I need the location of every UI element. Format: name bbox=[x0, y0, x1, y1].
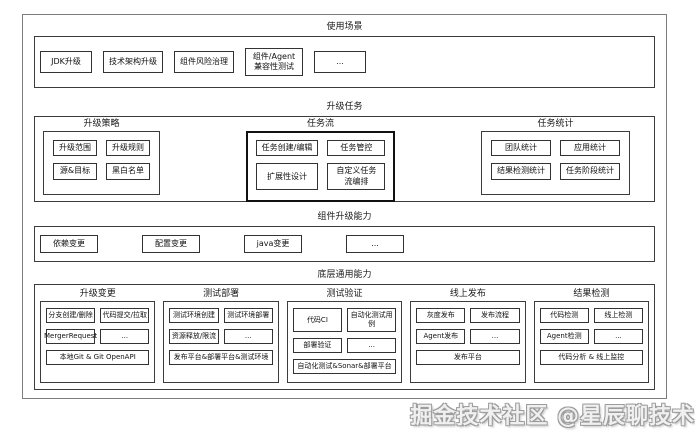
capability-cell: 代码检测 bbox=[539, 308, 589, 324]
component-item-dependency-change: 依赖变更 bbox=[40, 235, 98, 253]
capability-footer: 本地Git & Git OpenAPI bbox=[46, 350, 150, 366]
watermark-text: 掘金技术社区 @星辰聊技术 bbox=[410, 404, 695, 429]
stats-item-result-check: 结果检测统计 bbox=[490, 163, 551, 180]
task-flow-group-title: 任务流 bbox=[306, 119, 334, 129]
stats-item-app: 应用统计 bbox=[559, 140, 620, 157]
capability-cell: 资源释放/限流 bbox=[169, 329, 219, 345]
column-box: 代码检测 线上检测 Agent检测 ... 代码分析 & 线上监控 bbox=[533, 301, 650, 383]
capability-column-test-verify: 测试验证 代码CI 自动化测试用例 部署验证 ... 自动化测试&Sonar&部… bbox=[286, 288, 403, 383]
flow-item-custom-orchestration: 自定义任务流编排 bbox=[327, 163, 386, 191]
usage-item-more: ... bbox=[314, 51, 366, 73]
strategy-group-box: 升级范围 升级规则 源&目标 黑白名单 bbox=[43, 131, 160, 195]
usage-item-component-risk: 组件风险治理 bbox=[174, 51, 234, 73]
usage-item-tech-arch-upgrade: 技术架构升级 bbox=[103, 51, 163, 73]
capability-cell: 测试环境创建 bbox=[169, 308, 219, 324]
capability-cell: 自动化测试用例 bbox=[347, 308, 397, 333]
column-title: 升级变更 bbox=[79, 289, 116, 299]
strategy-item-rules: 升级规则 bbox=[106, 140, 150, 157]
component-item-java-change: java变更 bbox=[244, 235, 302, 253]
strategy-group-title: 升级策略 bbox=[83, 119, 120, 129]
capability-cell: Agent发布 bbox=[416, 329, 466, 345]
column-row: 灰度发布 发布流程 bbox=[416, 308, 520, 324]
upgrade-task-section-box: 升级策略 升级范围 升级规则 源&目标 黑白名单 任务流 任务创建/编辑 任务管… bbox=[34, 116, 655, 203]
column-row: MergerRequest ... bbox=[44, 329, 150, 345]
strategy-item-blackwhite-list: 黑白名单 bbox=[106, 163, 150, 180]
capability-footer: 自动化测试&Sonar&部署平台 bbox=[292, 359, 397, 375]
section-title-upgrade-task: 升级任务 bbox=[326, 102, 363, 112]
capability-cell: 线上检测 bbox=[593, 308, 644, 324]
section-title-base-capability: 底层通用能力 bbox=[317, 270, 372, 280]
column-row: 代码检测 线上检测 bbox=[539, 308, 644, 324]
capability-column-result-check: 结果检测 代码检测 线上检测 Agent检测 ... 代码分析 & 线上监控 bbox=[533, 288, 650, 383]
usage-item-agent-compat-test: 组件/Agent兼容性测试 bbox=[245, 47, 303, 77]
capability-cell: 灰度发布 bbox=[416, 308, 466, 324]
capability-cell: Agent检测 bbox=[539, 329, 589, 345]
capability-cell: ... bbox=[223, 329, 273, 345]
capability-column-upgrade-change: 升级变更 分支创建/删除 代码提交/拉取 MergerRequest ... 本… bbox=[40, 288, 156, 383]
flow-item-create-edit: 任务创建/编辑 bbox=[255, 140, 319, 157]
column-row: 测试环境创建 测试环境部署 bbox=[169, 308, 273, 324]
capability-cell: ... bbox=[347, 338, 397, 354]
task-flow-group-box: 任务创建/编辑 任务管控 扩展性设计 自定义任务流编排 bbox=[245, 131, 396, 203]
column-title: 测试验证 bbox=[326, 289, 363, 299]
capability-cell: MergerRequest bbox=[44, 329, 97, 345]
base-capability-section-box: 升级变更 分支创建/删除 代码提交/拉取 MergerRequest ... 本… bbox=[34, 284, 655, 390]
capability-cell: 代码CI bbox=[292, 308, 343, 333]
flow-item-manage: 任务管控 bbox=[327, 140, 386, 157]
section-title-usage: 使用场景 bbox=[326, 22, 363, 32]
column-row: 代码CI 自动化测试用例 bbox=[292, 308, 397, 333]
capability-cell: ... bbox=[100, 329, 150, 345]
capability-cell: 发布流程 bbox=[470, 308, 520, 324]
component-capability-section-box: 依赖变更 配置变更 java变更 ... bbox=[34, 226, 655, 262]
task-flow-group: 任务流 任务创建/编辑 任务管控 扩展性设计 自定义任务流编排 bbox=[245, 119, 396, 203]
flow-item-extensible-design: 扩展性设计 bbox=[255, 163, 319, 191]
component-item-config-change: 配置变更 bbox=[142, 235, 200, 253]
column-box: 测试环境创建 测试环境部署 资源释放/限流 ... 发布平台&部署平台&测试环境 bbox=[163, 301, 279, 383]
capability-cell: ... bbox=[470, 329, 520, 345]
column-title: 线上发布 bbox=[449, 289, 486, 299]
outer-frame: 使用场景 JDK升级 技术架构升级 组件风险治理 组件/Agent兼容性测试 .… bbox=[22, 14, 667, 399]
capability-column-test-deploy: 测试部署 测试环境创建 测试环境部署 资源释放/限流 ... 发布平台&部署平台… bbox=[163, 288, 279, 383]
capability-footer: 发布平台&部署平台&测试环境 bbox=[169, 350, 273, 366]
usage-item-jdk-upgrade: JDK升级 bbox=[40, 51, 92, 73]
capability-cell: 部署验证 bbox=[292, 338, 343, 354]
task-stats-group-box: 团队统计 应用统计 结果检测统计 任务阶段统计 bbox=[480, 131, 630, 195]
capability-cell: ... bbox=[593, 329, 644, 345]
column-row: Agent检测 ... bbox=[539, 329, 644, 345]
stats-item-team: 团队统计 bbox=[490, 140, 551, 157]
column-title: 结果检测 bbox=[573, 289, 610, 299]
strategy-item-source-target: 源&目标 bbox=[53, 163, 97, 180]
column-box: 分支创建/删除 代码提交/拉取 MergerRequest ... 本地Git … bbox=[40, 301, 156, 383]
column-box: 代码CI 自动化测试用例 部署验证 ... 自动化测试&Sonar&部署平台 bbox=[286, 301, 403, 383]
capability-cell: 代码提交/拉取 bbox=[100, 308, 150, 324]
capability-cell: 测试环境部署 bbox=[223, 308, 273, 324]
column-box: 灰度发布 发布流程 Agent发布 ... 发布平台 bbox=[410, 301, 526, 383]
stats-item-task-phase: 任务阶段统计 bbox=[559, 163, 620, 180]
column-row: 资源释放/限流 ... bbox=[169, 329, 273, 345]
component-item-more: ... bbox=[346, 235, 404, 253]
capability-column-online-release: 线上发布 灰度发布 发布流程 Agent发布 ... 发布平台 bbox=[410, 288, 526, 383]
section-title-component-capability: 组件升级能力 bbox=[317, 212, 372, 222]
capability-footer: 发布平台 bbox=[416, 350, 520, 366]
column-row: Agent发布 ... bbox=[416, 329, 520, 345]
strategy-item-scope: 升级范围 bbox=[53, 140, 97, 157]
usage-section-box: JDK升级 技术架构升级 组件风险治理 组件/Agent兼容性测试 ... bbox=[34, 36, 655, 88]
column-row: 部署验证 ... bbox=[292, 338, 397, 354]
capability-footer: 代码分析 & 线上监控 bbox=[539, 350, 644, 366]
column-title: 测试部署 bbox=[203, 289, 240, 299]
column-row: 分支创建/删除 代码提交/拉取 bbox=[46, 308, 150, 324]
task-stats-group-title: 任务统计 bbox=[537, 119, 574, 129]
strategy-group: 升级策略 升级范围 升级规则 源&目标 黑白名单 bbox=[43, 119, 160, 195]
capability-cell: 分支创建/删除 bbox=[46, 308, 96, 324]
task-stats-group: 任务统计 团队统计 应用统计 结果检测统计 任务阶段统计 bbox=[480, 119, 630, 195]
